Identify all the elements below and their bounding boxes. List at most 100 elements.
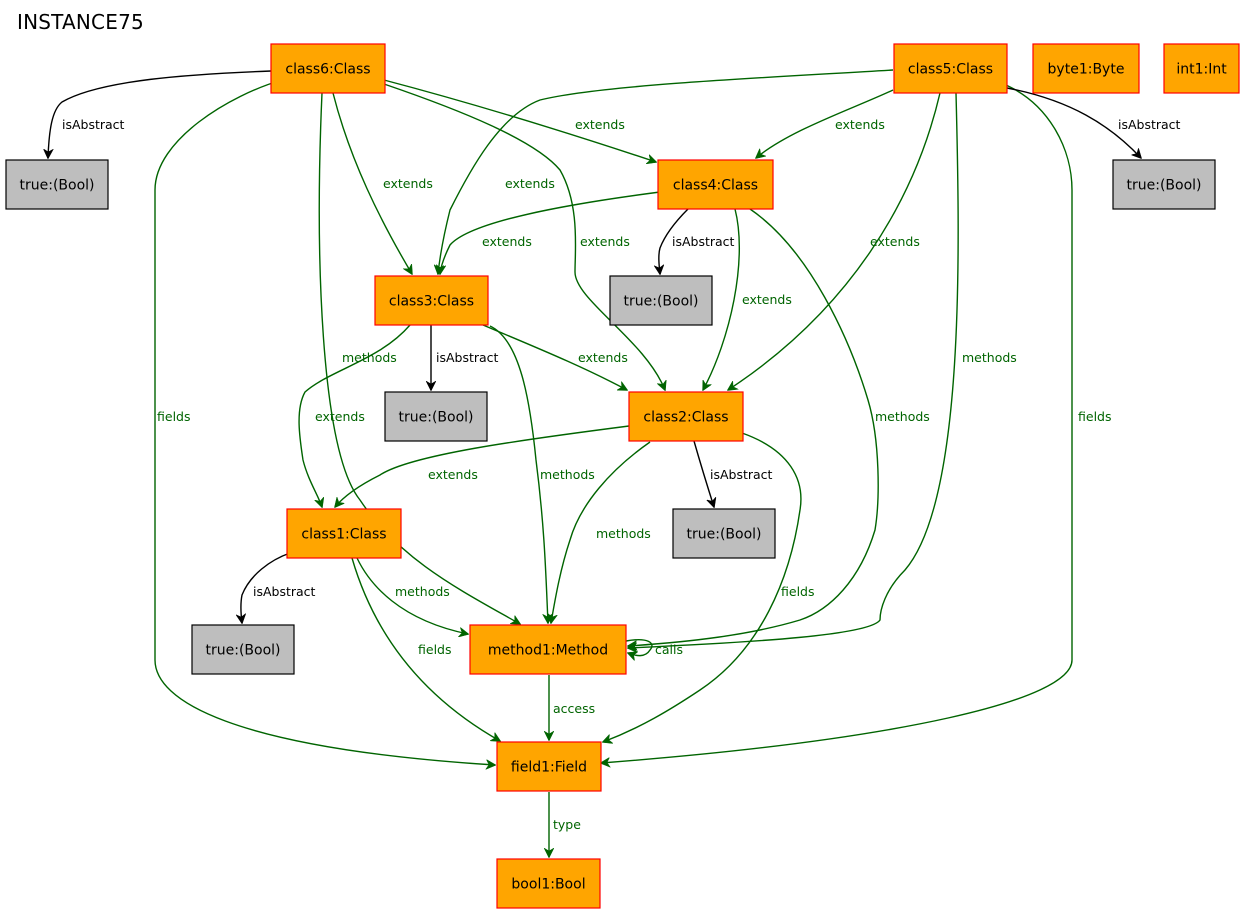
edge-line — [551, 441, 651, 623]
edge-line — [351, 557, 500, 741]
edge-class2-extends-class1: extends — [335, 425, 630, 507]
edge-line — [154, 79, 495, 765]
node-box — [893, 43, 1008, 94]
edge-line — [298, 324, 411, 507]
edge-label: fields — [418, 642, 451, 657]
edge-label: extends — [315, 409, 365, 424]
edge-label: methods — [540, 467, 595, 482]
edge-class2-fields-field1: fields — [603, 432, 814, 742]
edge-class2-methods-method1: methods — [551, 441, 651, 623]
node-true_d: true:(Bool) — [672, 508, 776, 559]
node-box — [384, 391, 488, 442]
edge-line — [356, 557, 468, 634]
edge-line — [335, 425, 630, 507]
edge-label: extends — [870, 234, 920, 249]
edge-label: methods — [395, 584, 450, 599]
edge-label: type — [553, 817, 581, 832]
edge-line — [703, 208, 741, 390]
edge-line — [628, 92, 959, 648]
edge-class6-extends-class3: extends — [332, 92, 433, 274]
node-label: int1:Int — [1176, 62, 1227, 78]
edge-line — [332, 92, 412, 274]
edge-class6-fields-field1: fields — [154, 79, 495, 765]
edge-label: methods — [342, 350, 397, 365]
edge-class1-isabstract-true_e: isAbstract — [241, 552, 316, 623]
edge-label: methods — [875, 409, 930, 424]
node-box — [1112, 159, 1216, 210]
edge-label: extends — [428, 467, 478, 482]
edge-label: access — [553, 701, 595, 716]
edge-class5-fields-field1: fields — [601, 84, 1111, 763]
node-label: byte1:Byte — [1048, 62, 1125, 78]
edge-label: extends — [482, 234, 532, 249]
edge-line — [601, 84, 1073, 763]
node-box — [270, 43, 386, 94]
edge-line — [628, 208, 879, 646]
node-class3: class3:Class — [374, 275, 489, 326]
node-label: class1:Class — [301, 527, 386, 543]
edge-line — [728, 92, 941, 390]
node-box — [191, 624, 295, 675]
node-true_c: true:(Bool) — [384, 391, 488, 442]
edge-class4-extends-class2: extends — [703, 208, 792, 390]
node-label: true:(Bool) — [624, 294, 699, 310]
edge-class5-methods-method1: methods — [628, 92, 1017, 648]
node-class4: class4:Class — [657, 159, 774, 210]
node-class6: class6:Class — [270, 43, 386, 94]
node-box — [469, 624, 627, 675]
edge-class3-extends-class1: extends — [298, 324, 411, 507]
edge-method1-calls-method1: calls — [625, 639, 683, 657]
edge-line — [659, 208, 689, 274]
edge-label: fields — [1078, 409, 1111, 424]
edge-label: fields — [157, 409, 190, 424]
node-true_b: true:(Bool) — [609, 275, 713, 326]
edge-class6-methods-method1: methods — [318, 92, 520, 624]
node-box — [1163, 43, 1240, 94]
edge-line — [625, 639, 653, 656]
edge-line — [241, 552, 291, 623]
edge-line — [603, 432, 802, 742]
node-class2: class2:Class — [628, 391, 744, 442]
node-label: class3:Class — [389, 294, 474, 310]
diagram-title: INSTANCE75 — [17, 10, 144, 34]
edge-class5-extends-class4: extends — [756, 89, 894, 158]
edge-label: extends — [580, 234, 630, 249]
edge-label: extends — [575, 117, 625, 132]
node-label: true:(Bool) — [399, 410, 474, 426]
node-true_e: true:(Bool) — [191, 624, 295, 675]
edge-line — [438, 69, 894, 274]
edge-label: extends — [383, 176, 433, 191]
edge-field1-type-bool1: type — [549, 792, 581, 857]
edge-class1-fields-field1: fields — [351, 557, 500, 741]
edge-line — [1006, 87, 1141, 158]
edge-label: isAbstract — [1118, 117, 1181, 132]
node-box — [1032, 43, 1140, 94]
edge-label: isAbstract — [672, 234, 735, 249]
edge-label: fields — [781, 584, 814, 599]
node-label: true:(Bool) — [20, 178, 95, 194]
node-true_a: true:(Bool) — [5, 159, 109, 210]
edge-label: methods — [962, 350, 1017, 365]
edge-class6-extends-class4: extends — [383, 79, 656, 162]
edge-line — [756, 89, 894, 158]
node-label: true:(Bool) — [687, 527, 762, 543]
node-label: bool1:Bool — [511, 877, 585, 893]
node-label: method1:Method — [488, 643, 608, 659]
edge-class5-isabstract-true_f: isAbstract — [1006, 87, 1181, 158]
edge-label: isAbstract — [436, 350, 499, 365]
node-label: true:(Bool) — [1127, 178, 1202, 194]
edge-class2-isabstract-true_d: isAbstract — [693, 440, 773, 507]
node-label: true:(Bool) — [206, 643, 281, 659]
edge-line — [318, 92, 520, 624]
edge-label: isAbstract — [710, 467, 773, 482]
edge-class3-extends-class2: extends — [482, 324, 628, 390]
edge-line — [693, 440, 714, 507]
node-box — [609, 275, 713, 326]
node-method1: method1:Method — [469, 624, 627, 675]
edge-line — [440, 191, 661, 274]
node-class5: class5:Class — [893, 43, 1008, 94]
edge-class4-extends-class3: extends — [440, 191, 661, 274]
edge-label: extends — [505, 176, 555, 191]
node-byte1: byte1:Byte — [1032, 43, 1140, 94]
edge-class4-methods-method1: methods — [628, 208, 930, 646]
